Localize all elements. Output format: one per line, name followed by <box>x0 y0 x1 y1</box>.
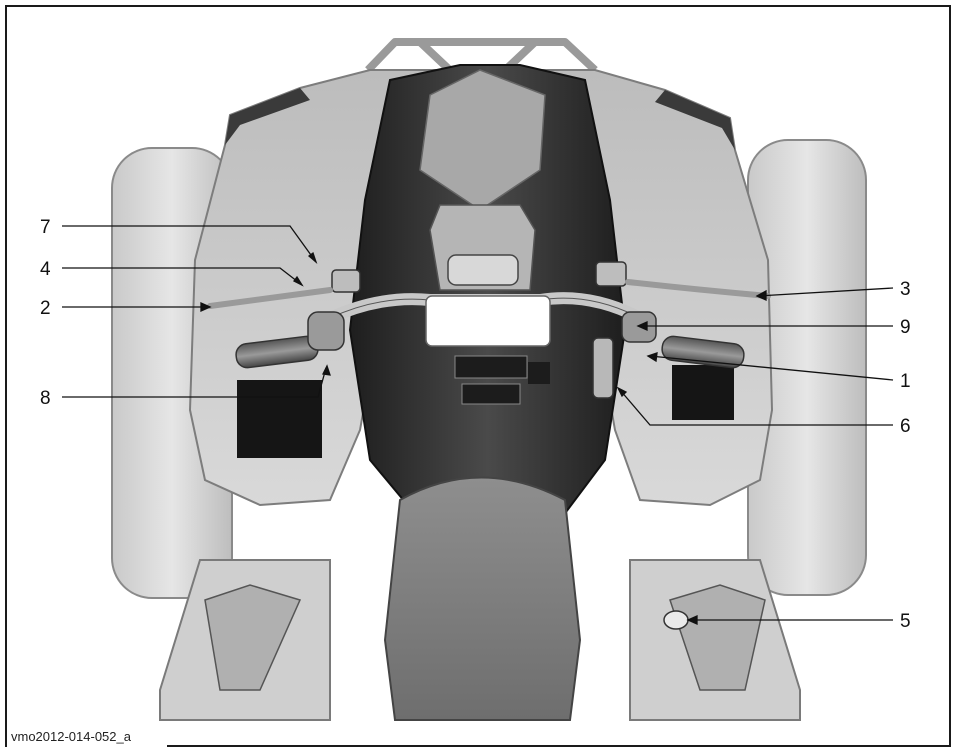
ignition-switch <box>593 338 613 398</box>
callout-6: 6 <box>900 416 911 437</box>
callout-8: 8 <box>40 388 51 409</box>
callout-2: 2 <box>40 298 51 319</box>
callout-1: 1 <box>900 371 911 392</box>
left-side-decal <box>237 380 322 458</box>
gauge-cluster <box>448 255 518 285</box>
callout-3: 3 <box>900 279 911 300</box>
warning-decal-bottom <box>462 384 520 404</box>
left-master-cylinder <box>332 270 360 292</box>
brake-pedal <box>664 611 688 629</box>
small-decal <box>528 362 550 384</box>
right-side-decal <box>672 365 734 420</box>
warning-decal-top <box>455 356 527 378</box>
callout-5: 5 <box>900 611 911 632</box>
callout-9: 9 <box>900 317 911 338</box>
callout-7: 7 <box>40 217 51 238</box>
right-master-cylinder <box>596 262 626 286</box>
left-switch-housing <box>308 312 344 350</box>
handlebar-pad <box>426 296 550 346</box>
figure-id-label: vmo2012-014-052_a <box>7 726 167 747</box>
callout-4: 4 <box>40 259 51 280</box>
seat <box>385 478 580 721</box>
